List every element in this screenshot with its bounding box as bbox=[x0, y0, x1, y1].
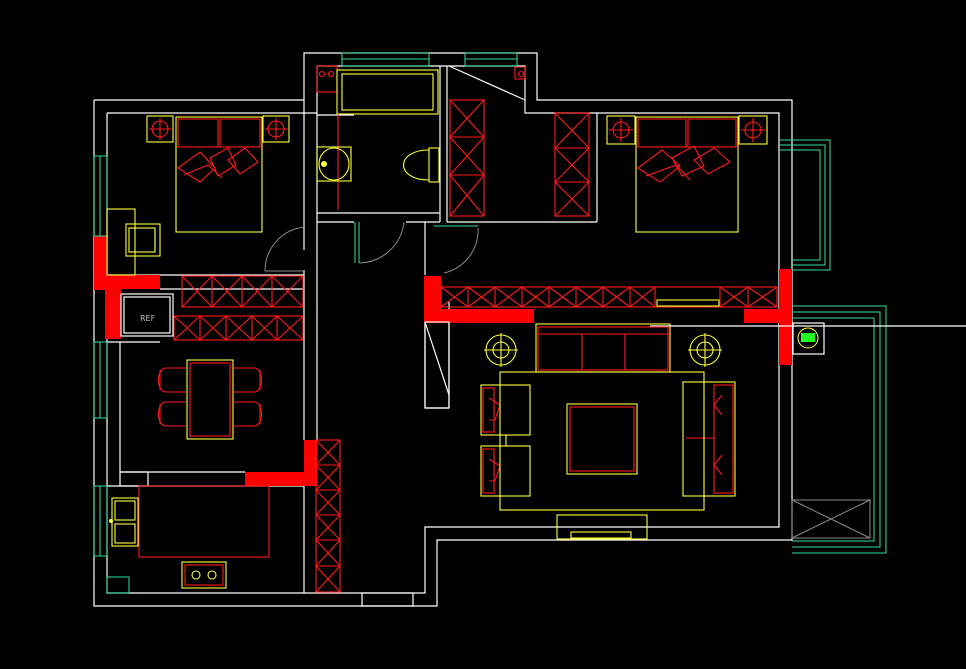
area-rug bbox=[499, 371, 705, 511]
nightstand-lamp-icon bbox=[738, 115, 768, 145]
interior-walls bbox=[107, 66, 598, 593]
toilet bbox=[402, 147, 440, 183]
windows bbox=[93, 52, 887, 557]
bedroom-2 bbox=[606, 115, 768, 233]
sideboard bbox=[173, 315, 304, 341]
floor-lamp-icon bbox=[688, 333, 722, 367]
shoe-cabinet bbox=[315, 439, 341, 593]
armchair bbox=[480, 445, 531, 497]
structural-columns bbox=[94, 236, 792, 486]
balcony bbox=[650, 322, 966, 539]
wardrobe bbox=[449, 99, 485, 217]
nightstand-lamp-icon bbox=[262, 115, 290, 143]
kitchen-sink bbox=[109, 497, 139, 547]
doors bbox=[264, 221, 479, 409]
kitchen bbox=[106, 471, 270, 594]
kitchen-counter bbox=[138, 485, 270, 558]
nightstand-lamp-icon bbox=[606, 115, 636, 145]
bedroom-1 bbox=[106, 115, 290, 276]
armchair bbox=[480, 384, 531, 436]
dining-chair bbox=[157, 401, 186, 427]
coffee-table bbox=[566, 403, 638, 475]
entrance-door bbox=[361, 592, 414, 607]
console-table bbox=[556, 514, 648, 540]
floor-lamp-icon bbox=[484, 333, 518, 367]
dining-table bbox=[186, 359, 234, 440]
storage-cabinets bbox=[173, 275, 778, 593]
dining-chair bbox=[157, 367, 186, 393]
dining-area: REF bbox=[120, 293, 263, 440]
wardrobe-room bbox=[448, 65, 590, 217]
fridge-label: REF bbox=[140, 314, 156, 323]
bathroom bbox=[316, 65, 440, 210]
stove-icon bbox=[181, 561, 227, 589]
nightstand-lamp-icon bbox=[146, 115, 174, 143]
tv-cabinet bbox=[440, 286, 778, 308]
double-bed bbox=[175, 116, 263, 233]
plant-symbol bbox=[792, 322, 825, 355]
three-seat-sofa bbox=[535, 323, 671, 373]
double-bed bbox=[635, 116, 739, 233]
dining-chair bbox=[234, 401, 263, 427]
desk-chair bbox=[125, 223, 161, 257]
wash-basin bbox=[316, 146, 352, 182]
dining-chair bbox=[234, 367, 263, 393]
living-room bbox=[480, 323, 736, 540]
bathtub bbox=[336, 69, 439, 115]
loveseat bbox=[682, 381, 736, 497]
wardrobe bbox=[554, 112, 590, 217]
shower-area bbox=[316, 65, 338, 93]
desk bbox=[106, 208, 136, 276]
refrigerator bbox=[120, 293, 174, 337]
exterior-walls bbox=[93, 52, 793, 607]
